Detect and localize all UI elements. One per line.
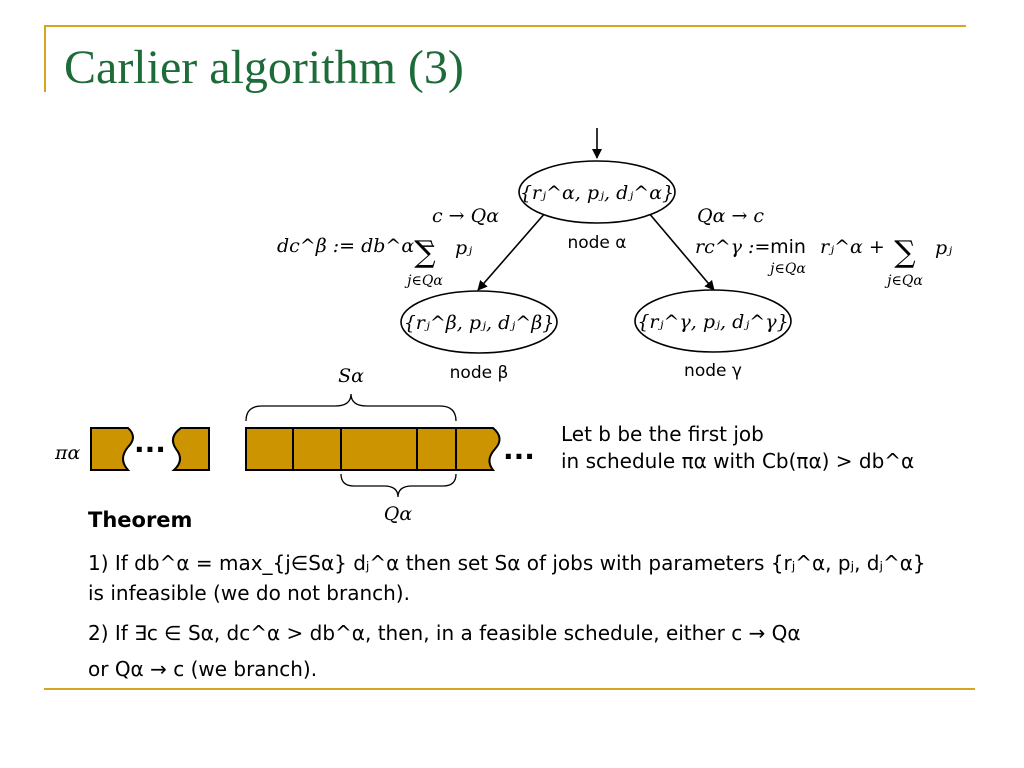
right-node-ellipse bbox=[634, 289, 792, 353]
job-block-s3 bbox=[340, 427, 418, 471]
theorem-line1: 1) If db^α = max_{j∈Sα} dⱼ^α then set Sα… bbox=[88, 551, 926, 575]
theorem-heading: Theorem bbox=[88, 508, 193, 532]
schedule-note-line1: Let b be the first job bbox=[561, 422, 764, 446]
right-formula-min-sub: j∈Qα bbox=[767, 261, 806, 277]
job-block-first bbox=[90, 427, 134, 471]
theorem-line3: 2) If ∃c ∈ Sα, dc^α > db^α, then, in a f… bbox=[88, 621, 801, 645]
right-formula-sum: ∑ bbox=[894, 235, 916, 270]
theorem-line2: is infeasible (we do not branch). bbox=[88, 581, 410, 605]
left-node-ellipse bbox=[400, 290, 558, 354]
job-block-s4 bbox=[416, 427, 457, 471]
job-block-s2 bbox=[292, 427, 342, 471]
left-formula-lhs: dc^β := db^α − bbox=[277, 235, 436, 257]
job-block-second bbox=[171, 427, 210, 471]
right-formula-lhs: rc^γ := bbox=[695, 236, 770, 258]
right-formula-min: min bbox=[770, 236, 806, 258]
left-formula-sub: j∈Qα bbox=[404, 273, 443, 289]
root-node-set: {rⱼ^α, pⱼ, dⱼ^α} bbox=[520, 182, 674, 204]
left-node-label: node β bbox=[450, 363, 509, 383]
right-node-label: node γ bbox=[684, 361, 742, 381]
right-formula-sub: j∈Qα bbox=[884, 273, 923, 289]
left-formula-term: pⱼ bbox=[455, 237, 472, 259]
left-branch-label: c → Qα bbox=[432, 205, 499, 227]
s-alpha-label: Sα bbox=[338, 365, 364, 387]
q-alpha-brace bbox=[340, 473, 457, 498]
left-branch-arrow bbox=[477, 211, 547, 291]
dots-left: ··· bbox=[134, 433, 166, 466]
schedule-note-line2: in schedule πα with Cb(πα) > db^α bbox=[561, 449, 915, 473]
right-branch-label: Qα → c bbox=[697, 205, 764, 227]
dots-right: ··· bbox=[503, 440, 535, 473]
left-formula-sum: ∑ bbox=[414, 235, 436, 270]
pi-alpha-label: πα bbox=[54, 442, 80, 464]
right-branch-arrow bbox=[647, 211, 715, 291]
s-alpha-brace bbox=[245, 393, 457, 422]
right-formula-term: rⱼ^α + bbox=[820, 236, 885, 258]
job-block-tail bbox=[455, 427, 501, 471]
q-alpha-label: Qα bbox=[384, 503, 413, 525]
right-formula-term2: pⱼ bbox=[935, 237, 952, 259]
root-node-label: node α bbox=[567, 233, 626, 253]
root-node-ellipse bbox=[518, 160, 676, 224]
job-block-s1 bbox=[245, 427, 294, 471]
slide-title: Carlier algorithm (3) bbox=[64, 41, 464, 94]
left-node-set: {rⱼ^β, pⱼ, dⱼ^β} bbox=[404, 312, 555, 334]
theorem-line4: or Qα → c (we branch). bbox=[88, 657, 318, 681]
right-node-set: {rⱼ^γ, pⱼ, dⱼ^γ} bbox=[637, 311, 788, 333]
